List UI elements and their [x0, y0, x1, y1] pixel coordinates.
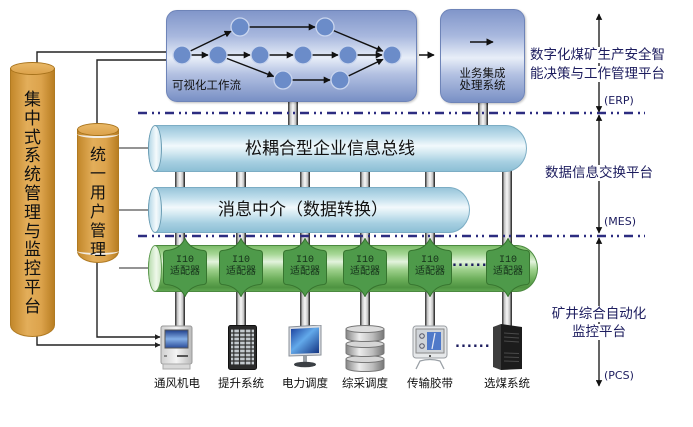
cylinder-ring	[77, 130, 119, 138]
adapter-name-label: 适配器	[493, 266, 523, 277]
adapter-io-label: I10	[231, 255, 250, 266]
workflow-node	[273, 70, 293, 90]
workflow-edge-arrow	[347, 58, 384, 77]
adapter-io-label: I10	[420, 255, 439, 266]
io-adapter: I10 适配器	[408, 238, 452, 297]
visual-workflow-label: 可视化工作流	[172, 78, 241, 92]
device-label: 选煤系统	[484, 376, 530, 390]
device-label: 综采调度	[342, 376, 388, 390]
business-integration-label-line2: 处理系统	[459, 78, 506, 92]
device-label: 电力调度	[282, 376, 328, 390]
business-integration-box	[440, 9, 525, 103]
adapter-shape	[486, 238, 530, 297]
mes-level-code: (MES)	[604, 215, 637, 228]
desktop-computer-icon	[160, 325, 193, 370]
tower-server-icon	[493, 324, 522, 370]
mes-level-title: 数据信息交换平台	[539, 165, 659, 181]
workflow-graph	[172, 17, 402, 90]
workflow-node	[250, 45, 270, 65]
adapter-io-label: I10	[175, 255, 194, 266]
cylinder-ring	[77, 247, 119, 255]
crt-monitor-icon	[412, 325, 448, 370]
adapter-name-label: 适配器	[350, 266, 380, 277]
erp-level-code: (ERP)	[604, 94, 634, 107]
workflow-node	[338, 45, 358, 65]
adapter-io-label: I10	[295, 255, 314, 266]
adapter-io-label: I10	[498, 255, 517, 266]
message-broker-bus: 消息中介（数据转换）	[148, 187, 470, 233]
adapter-name-label: 适配器	[415, 266, 445, 277]
workflow-node	[208, 45, 228, 65]
device-label: 通风机电	[154, 376, 200, 390]
adapter-shape	[408, 238, 452, 297]
adapter-shape	[219, 238, 263, 297]
io-adapter: I10 适配器	[486, 238, 530, 297]
device-ellipsis: ......	[455, 336, 491, 351]
business-integration-label-line1: 业务集成	[459, 66, 506, 80]
workflow-node	[315, 17, 335, 37]
pcs-level-title-line1: 矿井综合自动化	[539, 306, 659, 322]
user-management-cylinder	[77, 129, 119, 263]
adapter-shape	[283, 238, 327, 297]
workflow-node	[172, 45, 192, 65]
adapter-shape	[343, 238, 387, 297]
user-management-label: 统一用户管理	[89, 145, 106, 259]
enterprise-service-bus-label: 松耦合型企业信息总线	[245, 138, 415, 159]
adapter-name-label: 适配器	[170, 266, 200, 277]
workflow-edge-arrow	[226, 57, 275, 78]
user-management-to-devices-line	[96, 262, 161, 340]
erp-level-title-line1: 数字化煤矿生产安全智	[530, 47, 665, 63]
workflow-edge-arrow	[189, 30, 232, 52]
adapter-name-label: 适配器	[290, 266, 320, 277]
workflow-node	[382, 45, 402, 65]
central-management-cylinder-top	[10, 62, 55, 75]
pcs-level-code: (PCS)	[604, 369, 634, 382]
io-adapter: I10 适配器	[163, 238, 207, 297]
central-management-cylinder	[10, 68, 55, 337]
workflow-node	[293, 45, 313, 65]
bus-end-cap	[148, 245, 162, 292]
bus-end-cap	[148, 187, 162, 233]
workflow-node	[330, 70, 350, 90]
workflow-node	[230, 17, 250, 37]
lcd-monitor-icon	[288, 325, 322, 368]
central-management-platform-label: 集中式系统管理与监控平台	[24, 90, 41, 317]
user-management-to-workflow-line	[96, 59, 166, 124]
bus-end-cap	[148, 125, 162, 172]
central-platform-to-devices-line	[36, 336, 161, 348]
device-label: 提升系统	[218, 376, 264, 390]
io-adapter: I10 适配器	[283, 238, 327, 297]
io-adapter: I10 适配器	[219, 238, 263, 297]
central-platform-to-workflow-line	[36, 51, 166, 63]
adapter-name-label: 适配器	[226, 266, 256, 277]
workflow-edge-arrow	[333, 29, 384, 52]
message-broker-label: 消息中介（数据转换）	[218, 200, 388, 220]
database-icon	[345, 325, 385, 372]
io-adapter: I10 适配器	[343, 238, 387, 297]
adapter-ellipsis: ......	[452, 255, 488, 270]
erp-level-title-line2: 能决策与工作管理平台	[530, 66, 665, 82]
adapter-io-label: I10	[355, 255, 374, 266]
adapter-shape	[163, 238, 207, 297]
enterprise-service-bus: 松耦合型企业信息总线	[148, 125, 527, 172]
pcs-level-title-line2: 监控平台	[559, 324, 639, 340]
device-label: 传输胶带	[407, 376, 453, 390]
server-rack-icon	[228, 325, 257, 370]
